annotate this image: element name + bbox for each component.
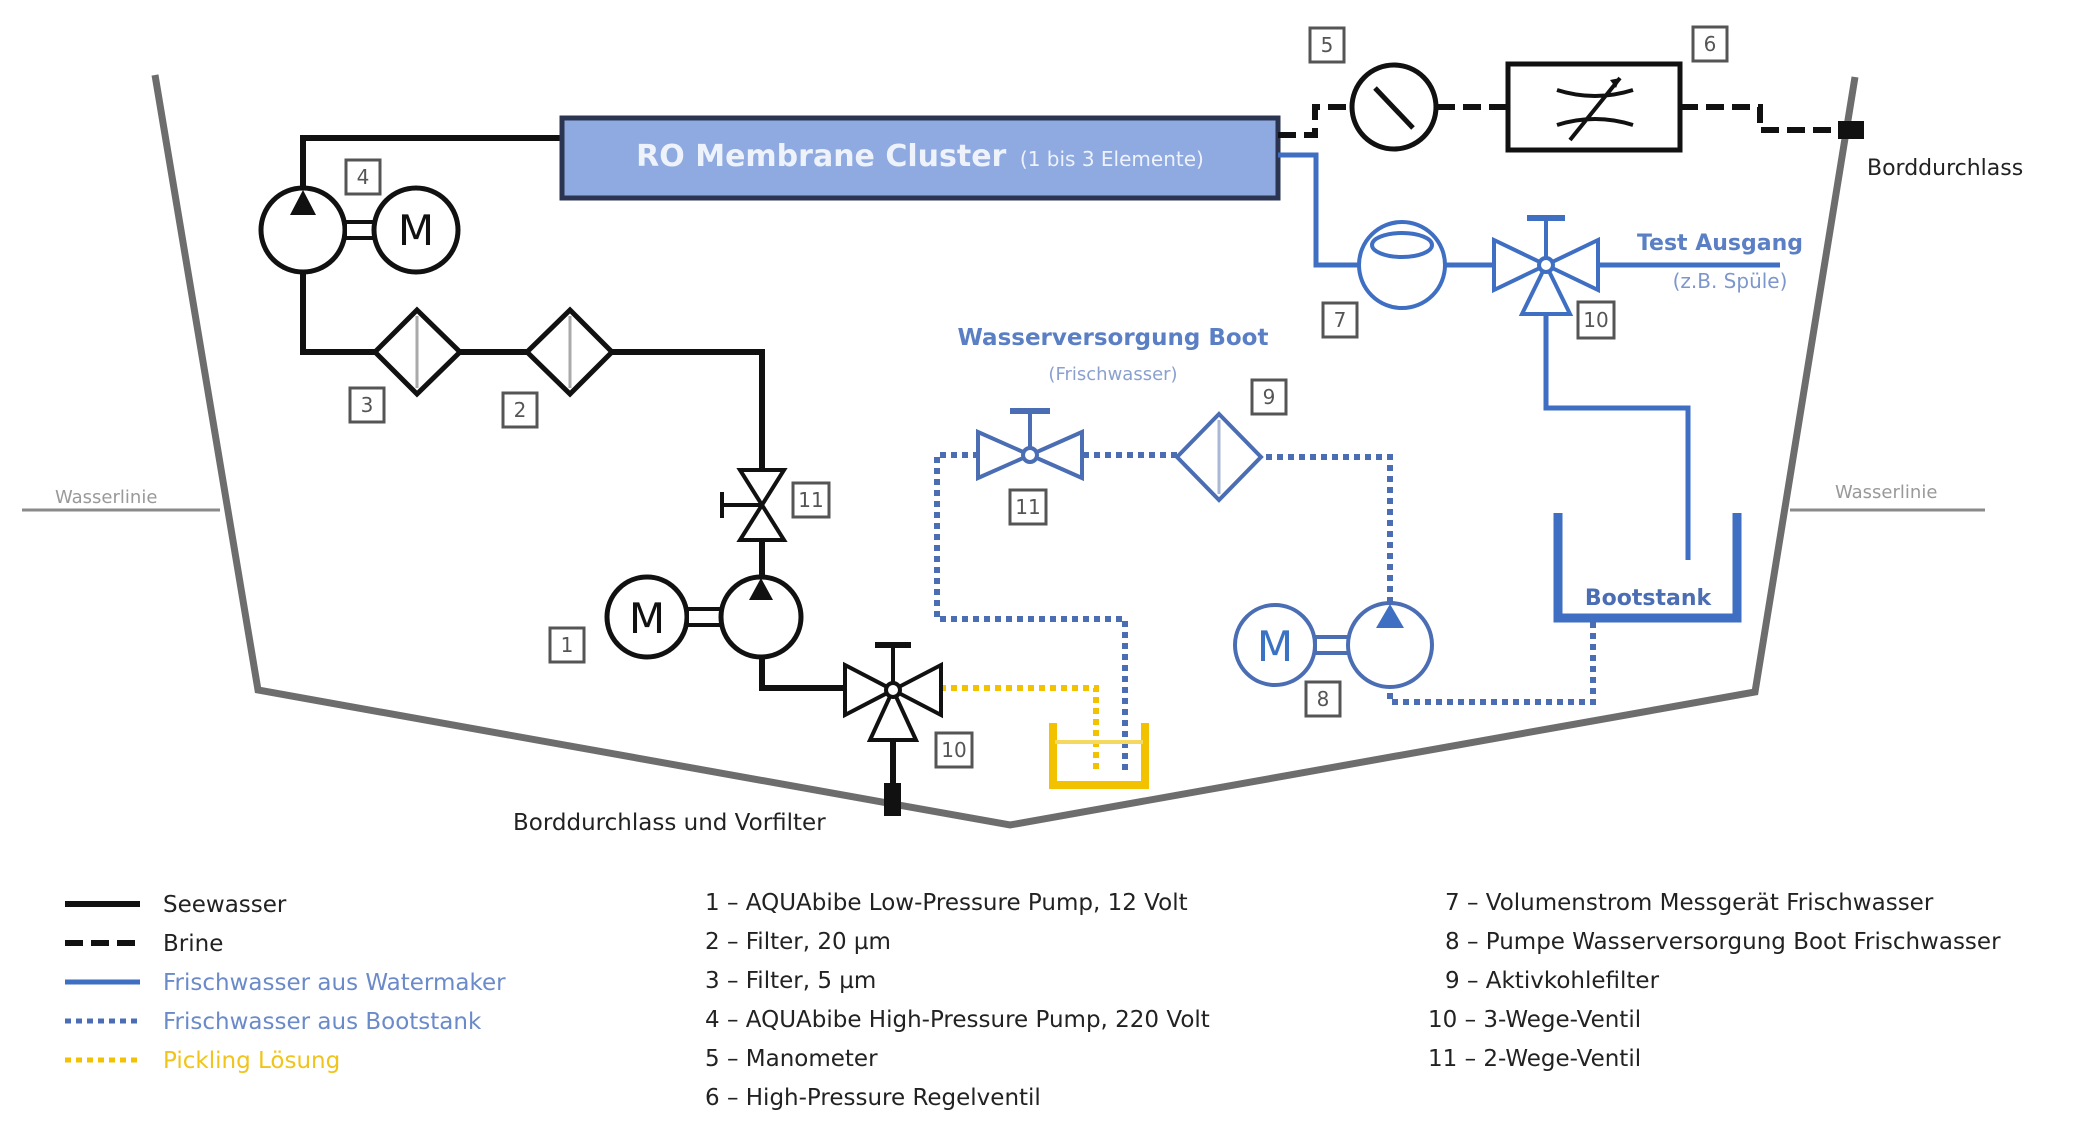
- waterline-right-label: Wasserlinie: [1835, 482, 1937, 503]
- boat-supply-sublabel: (Frischwasser): [1048, 364, 1177, 385]
- svg-text:7: 7: [1334, 308, 1347, 332]
- svg-text:1: 1: [561, 633, 574, 657]
- part-item: 8 – Pumpe Wasserversorgung Boot Frischwa…: [1445, 929, 2001, 955]
- legend-item-brine: Brine: [65, 931, 223, 957]
- part-item: 11 – 2-Wege-Ventil: [1428, 1046, 1641, 1072]
- part-item: 5 – Manometer: [705, 1046, 878, 1072]
- svg-text:Frischwasser aus Bootstank: Frischwasser aus Bootstank: [163, 1009, 482, 1035]
- tag-6: 6: [1691, 25, 1729, 63]
- boat-tank: Bootstank: [1553, 513, 1742, 623]
- brine-outlet: [1838, 121, 1864, 139]
- legend-item-tankwater: Frischwasser aus Bootstank: [65, 1009, 482, 1035]
- legend-item-freshwater: Frischwasser aus Watermaker: [65, 970, 506, 996]
- tag-5: 5: [1308, 26, 1346, 64]
- filter-5um: [371, 306, 464, 398]
- tag-4: 4: [344, 158, 382, 196]
- tag-11-supply: 11: [1008, 488, 1048, 526]
- flowmeter: [1357, 220, 1447, 310]
- tag-10-intake: 10: [934, 731, 974, 769]
- intake-3way-valve: [843, 642, 943, 742]
- svg-text:10: 10: [1583, 308, 1608, 332]
- tag-10-output: 10: [1576, 300, 1616, 340]
- tag-3: 3: [348, 386, 386, 424]
- svg-text:3: 3: [361, 393, 374, 417]
- boat-hull: [151, 74, 1859, 829]
- svg-text:Frischwasser aus Watermaker: Frischwasser aus Watermaker: [163, 970, 506, 996]
- low-pressure-pump: M: [604, 574, 804, 660]
- supply-pump: M: [1233, 601, 1434, 689]
- tag-9: 9: [1250, 378, 1288, 416]
- motor-symbol: M: [1257, 622, 1293, 671]
- parts-list-2: 7 – Volumenstrom Messgerät Frischwasser …: [1428, 890, 2001, 1072]
- part-item: 4 – AQUAbibe High-Pressure Pump, 220 Vol…: [705, 1007, 1210, 1033]
- part-item: 2 – Filter, 20 µm: [705, 929, 891, 955]
- svg-text:11: 11: [1015, 495, 1040, 519]
- motor-symbol: M: [398, 206, 434, 255]
- tag-8: 8: [1304, 680, 1342, 718]
- test-output-label: Test Ausgang: [1637, 231, 1803, 256]
- boat-tank-label: Bootstank: [1585, 586, 1713, 611]
- svg-text:11: 11: [798, 488, 823, 512]
- pickling-tank: [1049, 723, 1149, 789]
- tag-11-seawater: 11: [791, 481, 831, 519]
- supply-valve: [976, 408, 1084, 482]
- waterline-right: Wasserlinie: [1790, 482, 1985, 512]
- motor-symbol: M: [629, 594, 665, 643]
- svg-text:Seewasser: Seewasser: [163, 892, 287, 918]
- svg-text:9: 9: [1263, 385, 1276, 409]
- part-item: 1 – AQUAbibe Low-Pressure Pump, 12 Volt: [705, 890, 1188, 916]
- membrane-title: RO Membrane Cluster: [636, 139, 1006, 174]
- svg-text:Pickling Lösung: Pickling Lösung: [163, 1048, 340, 1074]
- svg-text:6: 6: [1704, 32, 1717, 56]
- output-3way-valve: [1492, 215, 1600, 316]
- test-output-sublabel: (z.B. Spüle): [1673, 269, 1788, 293]
- boat-supply-label: Wasserversorgung Boot: [958, 325, 1269, 351]
- manometer: [1349, 62, 1439, 152]
- legend-item-seawater: Seewasser: [65, 892, 287, 918]
- svg-text:Brine: Brine: [163, 931, 223, 957]
- part-item: 10 – 3-Wege-Ventil: [1428, 1007, 1641, 1033]
- tag-2: 2: [501, 391, 539, 429]
- ro-membrane-cluster: RO Membrane Cluster (1 bis 3 Elemente): [559, 115, 1281, 201]
- membrane-subtitle: (1 bis 3 Elemente): [1020, 147, 1204, 171]
- svg-text:8: 8: [1317, 687, 1330, 711]
- freshwater-lines: [1278, 152, 1780, 560]
- outlet-top-label: Borddurchlass: [1867, 156, 2023, 181]
- legend-item-pickling: Pickling Lösung: [65, 1048, 340, 1074]
- carbon-filter: [1174, 411, 1264, 503]
- brine-lines: [1278, 104, 1845, 138]
- waterline-left-label: Wasserlinie: [55, 487, 157, 508]
- seawater-valve: [720, 468, 788, 542]
- waterline-left: Wasserlinie: [22, 487, 220, 512]
- svg-text:2: 2: [514, 398, 527, 422]
- part-item: 7 – Volumenstrom Messgerät Frischwasser: [1445, 890, 1934, 916]
- part-item: 3 – Filter, 5 µm: [705, 968, 876, 994]
- part-item: 6 – High-Pressure Regelventil: [705, 1085, 1041, 1111]
- intake-throughhull: [884, 783, 901, 816]
- part-item: 9 – Aktivkohlefilter: [1445, 968, 1660, 994]
- svg-text:10: 10: [941, 738, 966, 762]
- intake-label: Borddurchlass und Vorfilter: [513, 810, 826, 836]
- tag-7: 7: [1321, 301, 1359, 339]
- tag-1: 1: [548, 626, 586, 664]
- tank-water-lines: [934, 452, 1596, 775]
- svg-text:RO Membrane Cluster (1 b: RO Membrane Cluster (1 bis 3 Elemente): [636, 139, 1204, 174]
- line-legend: Seewasser Brine Frischwasser aus Waterma…: [65, 892, 506, 1074]
- filter-20um: [523, 306, 616, 398]
- svg-text:5: 5: [1321, 33, 1334, 57]
- high-pressure-pump: M: [258, 185, 461, 275]
- pressure-regulator: [1505, 61, 1683, 153]
- parts-list-1: 1 – AQUAbibe Low-Pressure Pump, 12 Volt …: [705, 890, 1210, 1111]
- svg-text:4: 4: [357, 165, 370, 189]
